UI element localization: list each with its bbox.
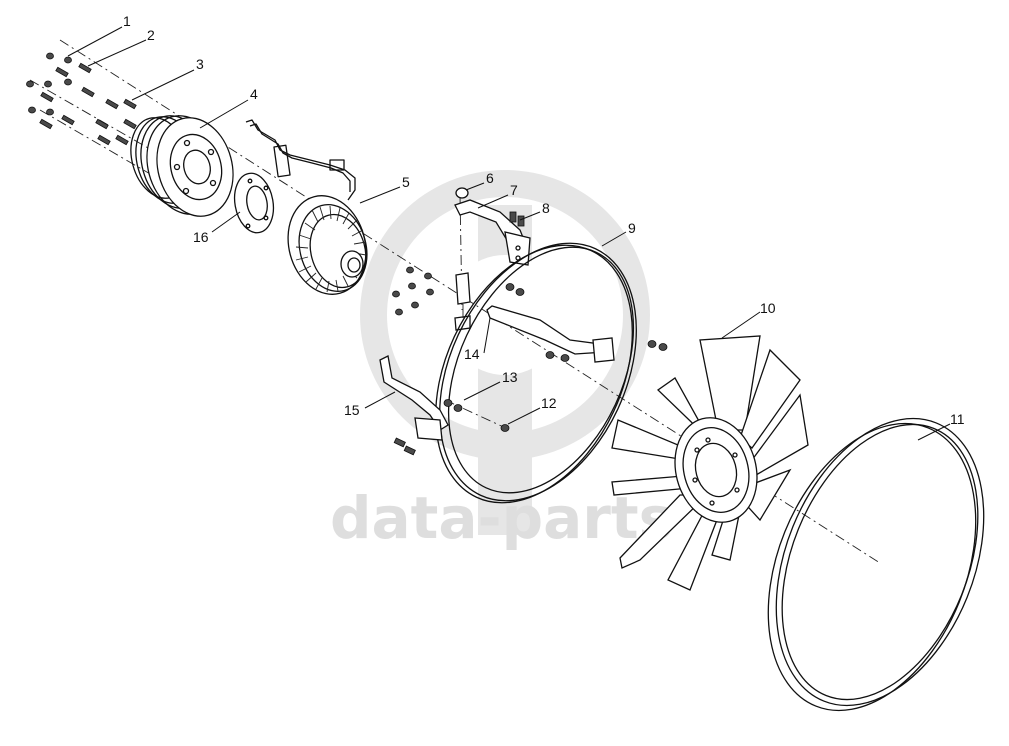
callout-5: 5 [402, 174, 410, 190]
callout-4: 4 [250, 86, 258, 102]
callout-1: 1 [123, 13, 131, 29]
callout-labels: 1 2 3 4 5 6 7 8 9 10 11 12 13 14 15 16 [123, 13, 965, 427]
callout-8: 8 [542, 200, 550, 216]
callout-6: 6 [486, 170, 494, 186]
nuts-group [392, 266, 434, 316]
spacer-plate [233, 172, 275, 234]
callout-2: 2 [147, 27, 155, 43]
callout-16: 16 [193, 229, 209, 245]
callout-15: 15 [344, 402, 360, 418]
bolts-group [26, 52, 137, 146]
callout-11: 11 [950, 411, 965, 427]
ring-icon [767, 417, 985, 712]
bracket-middle [486, 305, 668, 363]
callout-7: 7 [510, 182, 518, 198]
bracket-lower [379, 355, 449, 456]
fan-blade-icon [611, 335, 809, 591]
small-fasteners [443, 399, 510, 432]
leader-lines [67, 26, 951, 441]
callout-3: 3 [196, 56, 204, 72]
callout-14: 14 [464, 346, 480, 362]
shroud-ring-icon [435, 242, 637, 504]
pulley-icon [130, 115, 234, 217]
callout-9: 9 [628, 220, 636, 236]
fan-clutch-icon [245, 119, 368, 295]
callout-10: 10 [760, 300, 776, 316]
callout-12: 12 [541, 395, 557, 411]
callout-13: 13 [502, 369, 518, 385]
